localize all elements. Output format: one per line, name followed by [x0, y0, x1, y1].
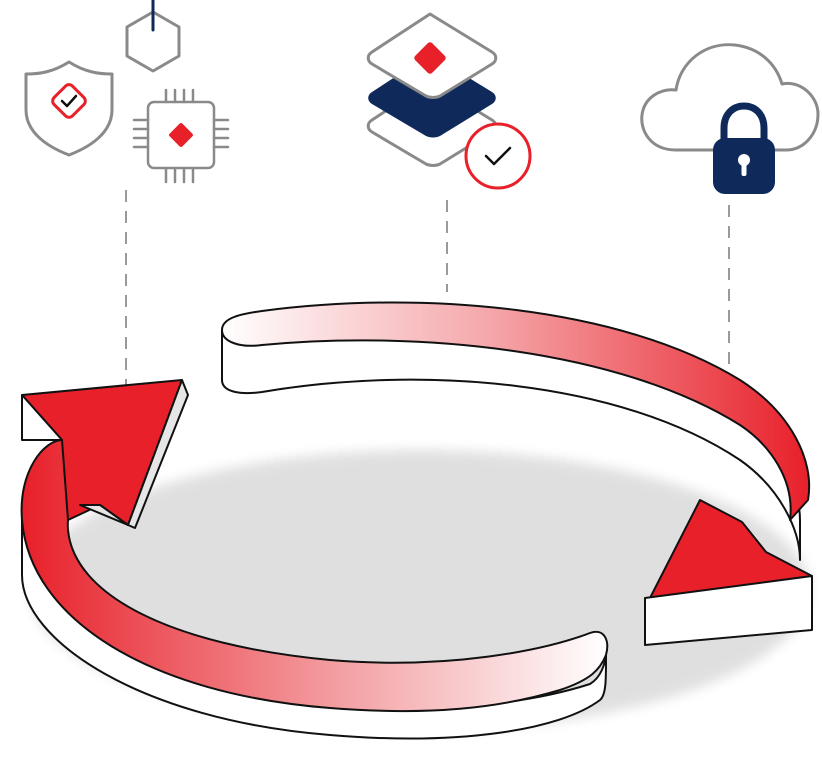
arrow-top-clockwise	[221, 301, 813, 646]
padlock-icon	[713, 102, 775, 194]
hexagon-node-icon	[125, 0, 181, 73]
processor-chip-icon	[132, 88, 230, 184]
security-shield-check-icon	[24, 60, 114, 157]
arrow-bottom-clockwise	[20, 379, 609, 740]
cloud-icon	[640, 43, 820, 152]
stacked-layers-icon	[366, 12, 498, 167]
verified-check-badge-icon	[464, 122, 532, 190]
